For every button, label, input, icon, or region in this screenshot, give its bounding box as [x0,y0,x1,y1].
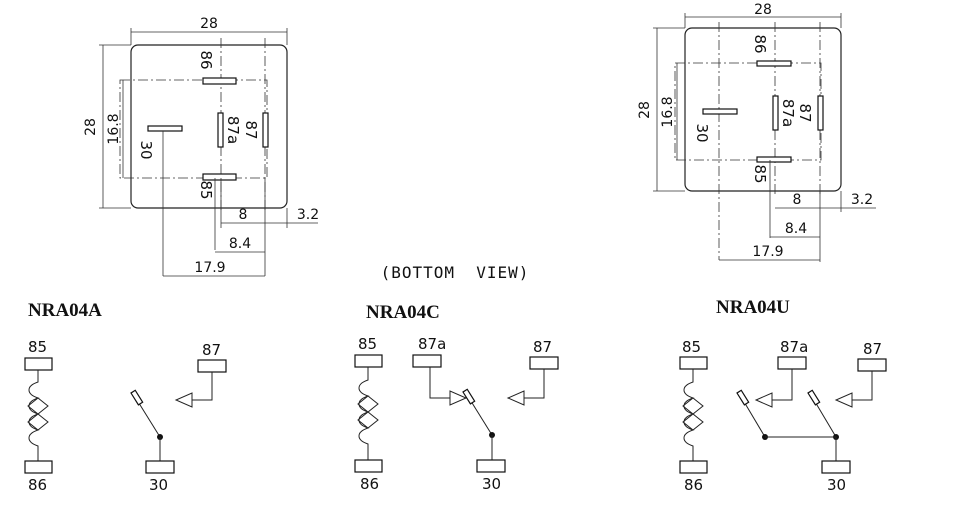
pin-label-30: 30 [149,476,168,494]
pin-label-85: 85 [682,338,701,356]
bottom-view-right: 28 28 16.8 86 85 87a 87 30 8 3.2 8.4 17.… [637,2,876,262]
dimension-inner-height-right: 16.8 [660,96,676,127]
terminal-85 [24,357,53,371]
pin-label-85: 85 [358,335,377,353]
contact-87-wire [192,372,213,401]
terminal-85 [354,354,383,368]
pin-label-86: 86 [28,476,47,494]
pin-label-86: 86 [197,50,215,69]
pin-label-87-right: 87 [796,103,814,122]
pin-label-85-right: 85 [751,164,769,183]
contact-87-arrow [506,390,525,406]
coil [357,367,379,460]
terminal-87 [857,358,887,372]
dimension-height-right: 28 [637,101,653,119]
dimension-height: 28 [83,118,99,136]
pin-label-30-right: 30 [693,123,711,142]
dimension-width: 28 [200,16,218,32]
pin-30-slot [147,125,183,132]
dimension-8-4-right: 8.4 [785,221,807,237]
pin-label-30: 30 [137,140,155,159]
terminal-86 [679,460,708,474]
terminal-87 [197,359,227,373]
pin-label-86-right: 86 [751,34,769,53]
pin-86-slot-right [756,60,792,67]
terminal-30 [145,460,175,474]
pin-label-87a-right: 87a [779,99,797,127]
pin-label-87: 87 [202,341,221,359]
pin-label-87: 87 [242,120,260,139]
schematic-nra04c: NRA04C 85 86 87a 87 30 [354,302,559,493]
relay-body-outline [130,44,288,209]
inner-pin-frame [119,79,268,179]
common-bridge [765,436,837,461]
pin-label-30: 30 [827,476,846,494]
contact-87-arrow [174,392,193,408]
pin-30-slot-right [702,108,738,115]
contact-87a-arrow [754,392,773,408]
terminal-87a [777,356,807,370]
schematic-nra04u: NRA04U 85 86 87a 87 30 [679,297,887,494]
switch-blade-left [736,389,750,406]
coil [682,369,704,461]
switch-blade-right [807,389,821,406]
contact-87-arrow [834,392,853,408]
pin-label-87a: 87a [418,335,446,353]
terminal-30 [476,459,506,473]
dimension-8-4: 8.4 [229,236,251,252]
dimension-3-2: 3.2 [297,207,319,223]
pin-87-slot-right [817,95,824,131]
model-title-nra04u: NRA04U [716,297,790,318]
dimension-inner-height: 16.8 [106,113,122,144]
model-title-nra04a: NRA04A [28,300,102,321]
pin-label-86: 86 [684,476,703,494]
switch-blade [130,389,144,406]
bottom-view-left: 28 28 16.8 86 85 87a 87 30 8 3.2 8.4 [83,16,319,277]
switch-arm-right [813,399,837,438]
dimension-17-9: 17.9 [194,260,225,276]
pin-label-86: 86 [360,475,379,493]
contact-87a-arrow [449,390,468,406]
pin-85-slot-right [756,156,792,163]
switch-arm [468,397,493,436]
pin-label-87: 87 [533,338,552,356]
pin-87-slot [262,112,269,148]
pin-label-87: 87 [863,340,882,358]
relay-body-outline-right [684,27,842,192]
terminal-87 [529,356,559,370]
pin-label-87a: 87a [780,338,808,356]
schematic-nra04a: NRA04A 85 86 87 30 [24,300,227,494]
pin-87a-slot [217,112,224,148]
terminal-87a [412,354,442,368]
dimension-8: 8 [239,207,248,223]
model-title-nra04c: NRA04C [366,302,440,323]
terminal-85 [679,356,708,370]
pin-85-slot [202,173,237,181]
dimension-3-2-right: 3.2 [851,192,873,208]
terminal-86 [354,459,383,473]
switch-arm-left [742,399,766,438]
coil [27,370,49,461]
pin-87a-slot-right [772,95,779,131]
dimension-17-9-right: 17.9 [752,244,783,260]
terminal-86 [24,460,53,474]
pin-label-85: 85 [197,180,215,199]
pin-label-85: 85 [28,338,47,356]
bottom-view-caption: (BOTTOM VIEW) [381,263,530,282]
pin-86-slot [202,77,237,85]
dimension-8-right: 8 [793,192,802,208]
switch-blade [462,388,476,405]
dimension-width-right: 28 [754,2,772,18]
switch-arm [136,399,161,438]
terminal-30 [821,460,851,474]
pin-label-30: 30 [482,475,501,493]
pin-label-87a: 87a [224,116,242,144]
